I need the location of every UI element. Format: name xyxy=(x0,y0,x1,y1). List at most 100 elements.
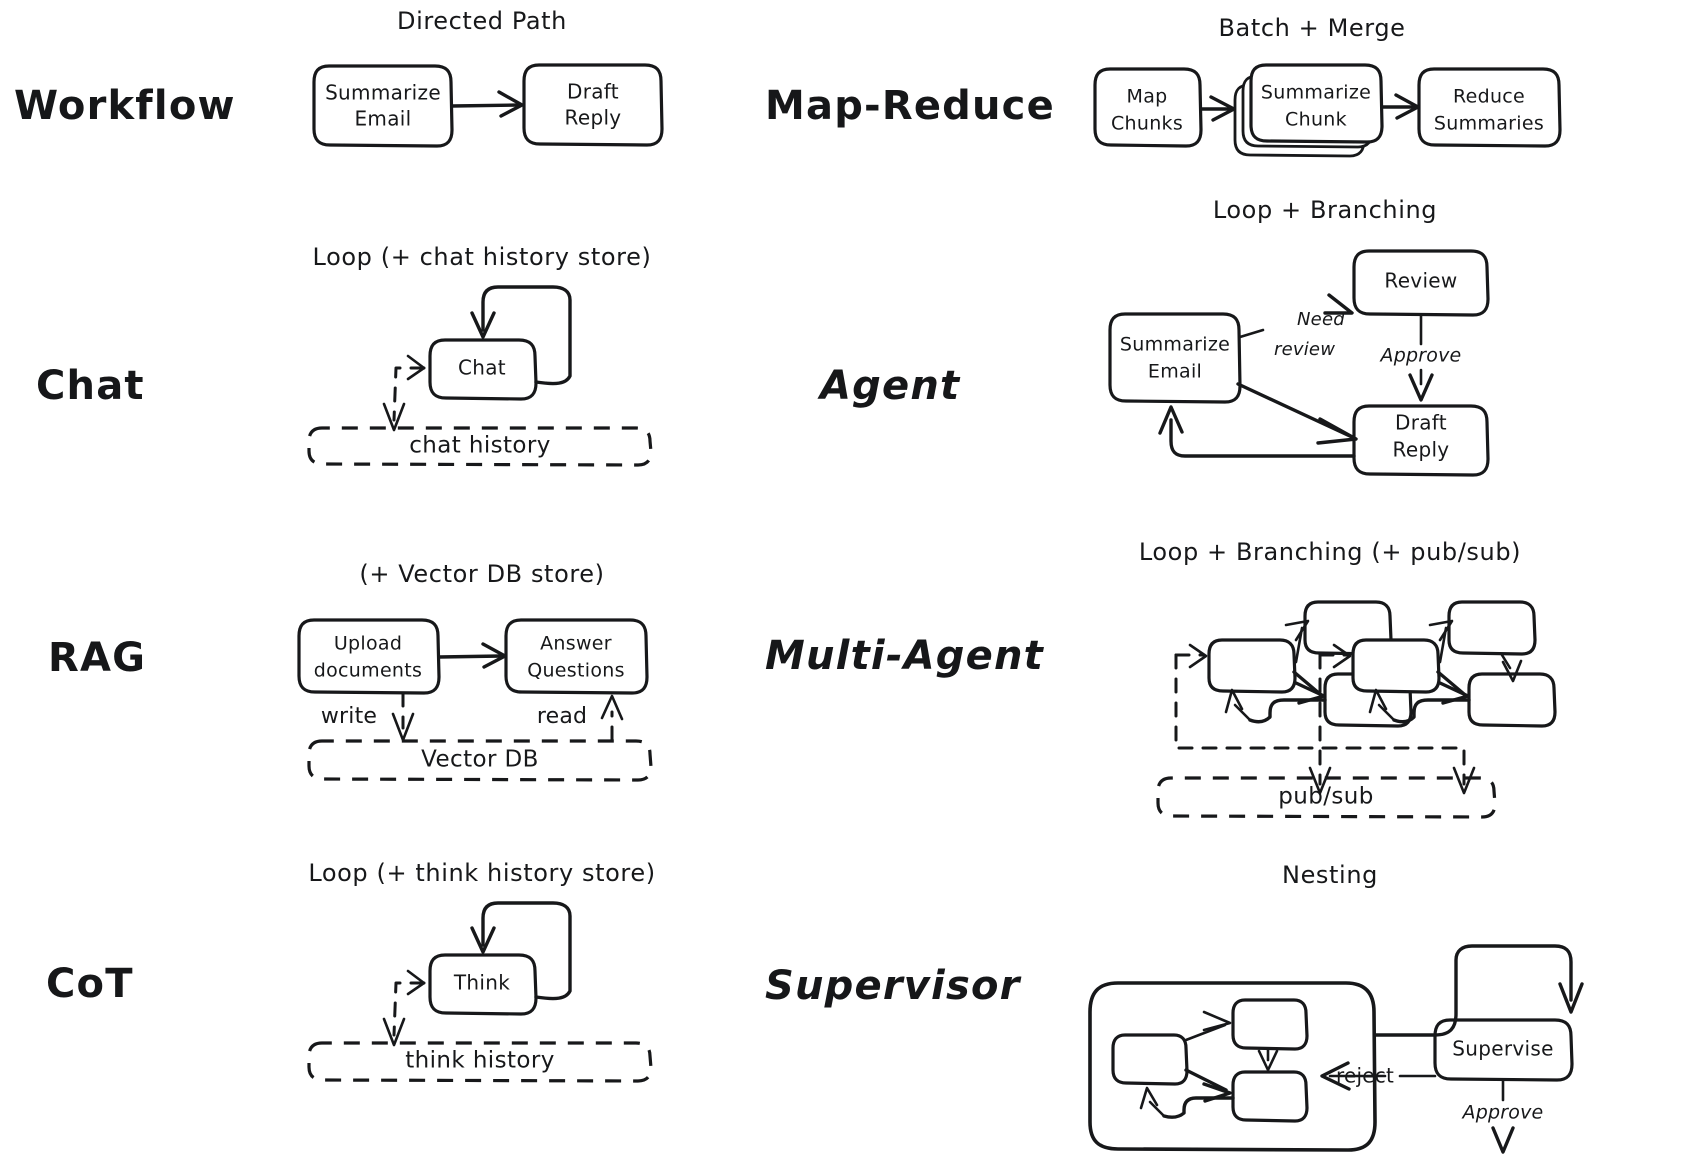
row-label-chat: Chat xyxy=(36,363,145,409)
node-map-chunks[interactable]: Map Chunks xyxy=(1093,67,1203,148)
edge-label-review: review xyxy=(1274,339,1335,360)
node-cluster-b-right[interactable] xyxy=(1467,672,1557,728)
caption-agent: Loop + Branching xyxy=(1213,196,1437,224)
edge-read: read xyxy=(537,694,624,742)
edge-write: write xyxy=(321,691,415,742)
store-label-think-history: think history xyxy=(405,1048,555,1074)
edge-nested-right-back xyxy=(1162,1096,1235,1119)
edge-map-to-summarize xyxy=(1199,95,1236,122)
arrow-nested-top-to-right xyxy=(1257,1049,1279,1072)
caption-cot: Loop (+ think history store) xyxy=(308,859,655,887)
group-workflow: Workflow Directed Path Summarize Email D… xyxy=(14,7,664,148)
arrow-a-left-to-top xyxy=(1284,619,1310,642)
edge-need-review: Need review xyxy=(1238,293,1354,360)
arrow-b-pubsub xyxy=(1452,766,1476,795)
node-label-line2: Summaries xyxy=(1434,113,1544,135)
row-label-supervisor: Supervisor xyxy=(765,963,1022,1009)
node-nested-right[interactable] xyxy=(1231,1070,1309,1123)
edge-nested-left-to-top xyxy=(1184,1023,1227,1042)
store-label-chat-history: chat history xyxy=(409,433,551,459)
node-label-line2: documents xyxy=(314,660,422,682)
edge-chat-self-loop xyxy=(470,285,572,386)
node-label-line2: Reply xyxy=(565,106,622,130)
arrow-a-right-back xyxy=(1224,688,1244,714)
node-label-line2: Chunk xyxy=(1285,109,1347,131)
node-label-line1: Summarize xyxy=(325,81,441,105)
edge-upload-to-answer xyxy=(437,642,507,669)
node-label-supervise: Supervise xyxy=(1452,1037,1553,1061)
edge-b-right-back xyxy=(1392,698,1471,724)
node-nested-left[interactable] xyxy=(1111,1033,1189,1086)
node-label-line1: Summarize xyxy=(1261,82,1371,104)
edge-label-read: read xyxy=(537,704,587,729)
edge-a-right-back-tail xyxy=(1233,703,1252,722)
group-multi-agent: Multi-Agent Loop + Branching (+ pub/sub) xyxy=(765,538,1557,819)
node-chat[interactable]: Chat xyxy=(428,338,538,401)
group-chat: Chat Loop (+ chat history store) Chat ch… xyxy=(36,243,653,467)
store-label-vector-db: Vector DB xyxy=(421,747,539,773)
node-label-line2: Email xyxy=(1148,361,1202,383)
caption-map-reduce: Batch + Merge xyxy=(1218,14,1405,42)
group-supervisor: Supervisor Nesting xyxy=(765,861,1584,1154)
edge-summarize-to-draft-reply xyxy=(1236,382,1358,445)
node-cluster-a-left[interactable] xyxy=(1207,638,1297,694)
node-label-line1: Upload xyxy=(334,633,402,655)
arrow-b-pubsub-in xyxy=(1332,643,1352,669)
node-label-line1: Reduce xyxy=(1453,86,1525,108)
arrow-a-pubsub-in xyxy=(1188,643,1208,669)
node-upload-documents[interactable]: Upload documents xyxy=(297,618,441,695)
store-chat-history[interactable]: chat history xyxy=(307,426,653,467)
node-reduce-summaries[interactable]: Reduce Summaries xyxy=(1417,67,1562,148)
arrow-nested-right-back xyxy=(1139,1086,1159,1110)
store-vector-db[interactable]: Vector DB xyxy=(307,739,653,782)
node-nested-top[interactable] xyxy=(1231,998,1309,1051)
nested-agent-container[interactable] xyxy=(1088,981,1377,1152)
node-draft-reply[interactable]: Draft Reply xyxy=(522,63,664,147)
edge-a-right-back xyxy=(1248,698,1327,724)
node-answer-questions[interactable]: Answer Questions xyxy=(504,618,649,695)
node-think[interactable]: Think xyxy=(428,953,538,1016)
edge-draft-back-to-summarize xyxy=(1158,405,1356,458)
store-think-history[interactable]: think history xyxy=(307,1041,653,1083)
edge-think-history-link xyxy=(382,969,426,1047)
edge-b-top-to-right xyxy=(1500,653,1512,670)
node-label-line2: Questions xyxy=(527,660,625,682)
agent-cluster-b xyxy=(1318,600,1557,795)
node-label-line2: Chunks xyxy=(1111,113,1183,135)
node-label-line1: Draft xyxy=(567,80,619,104)
node-summarize-chunk-stack[interactable]: Summarize Chunk xyxy=(1233,63,1384,158)
edge-b-right-back-tail xyxy=(1377,703,1396,722)
node-summarize-email[interactable]: Summarize Email xyxy=(312,64,454,148)
store-label-pub-sub: pub/sub xyxy=(1278,784,1374,810)
node-label-think: Think xyxy=(453,971,510,995)
node-label-line1: Summarize xyxy=(1120,334,1230,356)
row-label-cot: CoT xyxy=(46,961,134,1007)
edge-reject: reject xyxy=(1320,1061,1437,1091)
caption-supervisor: Nesting xyxy=(1282,861,1378,889)
group-agent: Agent Loop + Branching Summarize Email R… xyxy=(817,196,1490,477)
caption-multi-agent: Loop + Branching (+ pub/sub) xyxy=(1139,538,1521,566)
edge-container-to-supervise xyxy=(1373,944,1584,1037)
edge-chat-history-link xyxy=(382,354,426,432)
caption-workflow: Directed Path xyxy=(397,7,567,35)
edge-label-approve: Approve xyxy=(1379,345,1462,367)
node-supervise[interactable]: Supervise xyxy=(1433,1018,1574,1082)
node-agent-draft-reply[interactable]: Draft Reply xyxy=(1352,404,1490,477)
caption-chat: Loop (+ chat history store) xyxy=(313,243,652,271)
group-map-reduce: Map-Reduce Batch + Merge Map Chunks Summ… xyxy=(765,14,1562,158)
store-pub-sub[interactable]: pub/sub xyxy=(1156,776,1497,819)
row-label-agent: Agent xyxy=(817,363,961,409)
node-agent-review[interactable]: Review xyxy=(1352,249,1490,317)
node-label-chat: Chat xyxy=(458,356,506,380)
edge-b-pubsub xyxy=(1318,653,1466,786)
row-label-workflow: Workflow xyxy=(14,83,236,129)
node-cluster-b-left[interactable] xyxy=(1351,638,1441,694)
node-agent-summarize-email[interactable]: Summarize Email xyxy=(1108,312,1242,404)
arrow-b-left-to-top xyxy=(1428,619,1454,642)
node-label-line1: Draft xyxy=(1395,411,1447,435)
row-label-multi-agent: Multi-Agent xyxy=(765,633,1045,679)
arrow-a-pubsub xyxy=(1308,766,1332,795)
node-cluster-b-top[interactable] xyxy=(1447,600,1537,656)
